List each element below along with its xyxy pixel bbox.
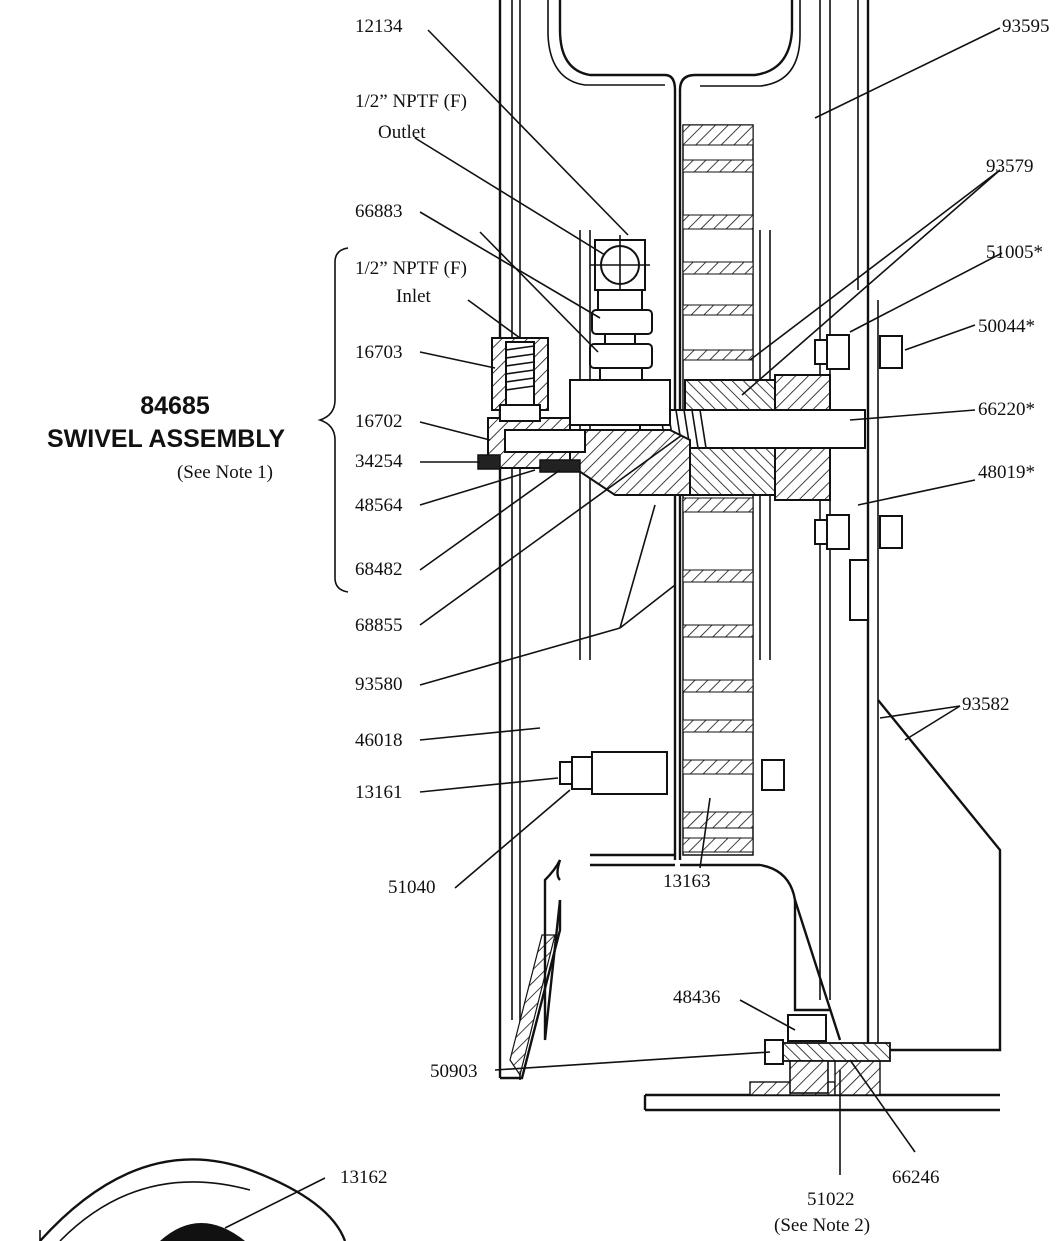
label-48564: 48564 [355, 495, 403, 516]
label-48019: 48019* [978, 462, 1035, 483]
label-66883: 66883 [355, 201, 403, 222]
label-50044: 50044* [978, 316, 1035, 337]
label-68855: 68855 [355, 615, 403, 636]
label-93582: 93582 [962, 694, 1010, 715]
label-93580: 93580 [355, 674, 403, 695]
center-hub-93579 [639, 374, 866, 501]
label-46018: 46018 [355, 730, 403, 751]
leader-lines [224, 27, 1003, 1229]
label-13161: 13161 [355, 782, 403, 803]
inlet-fitting-16703 [491, 337, 549, 422]
assembly-name: SWIVEL ASSEMBLY [47, 425, 285, 453]
assembly-number: 84685 [140, 392, 210, 420]
right-bolts [814, 300, 903, 1050]
bottom-bolt [764, 1014, 891, 1094]
left-flange-46018 [498, 0, 562, 1080]
label-13162: 13162 [340, 1167, 388, 1188]
label-inlet-size: 1/2” NPTF (F) [355, 258, 467, 279]
label-48436: 48436 [673, 987, 721, 1008]
label-13163: 13163 [663, 871, 711, 892]
assembly-note: (See Note 1) [177, 462, 273, 483]
label-51005: 51005* [986, 242, 1043, 263]
label-outlet: Outlet [378, 122, 426, 143]
reel-drawing [39, 0, 1002, 1241]
inset-view-13162 [39, 1158, 347, 1241]
label-93579: 93579 [986, 156, 1034, 177]
label-12134: 12134 [355, 16, 403, 37]
label-inlet: Inlet [396, 286, 432, 307]
label-16703: 16703 [355, 342, 403, 363]
outlet-fitting-12134 [589, 235, 653, 381]
bottom-spacer [559, 751, 785, 795]
label-51022: 51022 [807, 1189, 855, 1210]
label-51040: 51040 [388, 877, 436, 898]
label-66246: 66246 [892, 1167, 940, 1188]
label-50903: 50903 [430, 1061, 478, 1082]
label-51022-note: (See Note 2) [774, 1215, 870, 1236]
label-68482: 68482 [355, 559, 403, 580]
label-outlet-size: 1/2” NPTF (F) [355, 91, 467, 112]
label-16702: 16702 [355, 411, 403, 432]
label-34254: 34254 [355, 451, 403, 472]
swivel-body-84685 [477, 379, 691, 496]
label-66220: 66220* [978, 399, 1035, 420]
label-93595: 93595 [1002, 16, 1050, 37]
callout-labels: 12134 93595 1/2” NPTF (F) Outlet 93579 6… [47, 16, 1050, 1236]
